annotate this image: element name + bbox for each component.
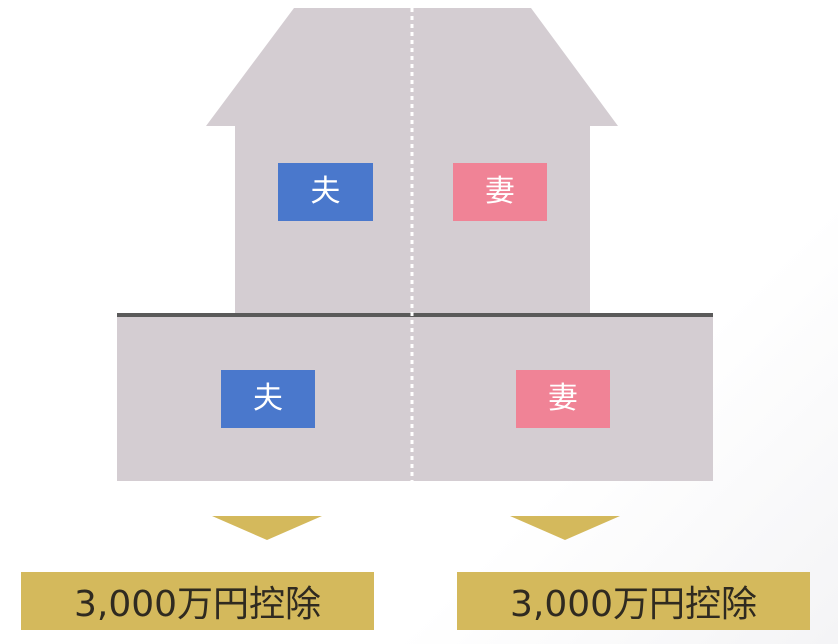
floor-separator-line (117, 313, 713, 317)
left-deduction-box: 3,000万円控除 (21, 572, 374, 630)
right-deduction-box: 3,000万円控除 (457, 572, 810, 630)
lower-husband-tag: 夫 (221, 370, 315, 428)
lower-wife-tag: 妻 (516, 370, 610, 428)
right-deduction-label: 3,000万円控除 (509, 584, 758, 625)
house-lower-body (117, 316, 713, 481)
lower-husband-label: 夫 (253, 381, 283, 416)
lower-wife-label: 妻 (548, 381, 578, 416)
upper-husband-tag: 夫 (278, 163, 373, 221)
left-deduction-label: 3,000万円控除 (73, 584, 322, 625)
left-down-arrow (212, 516, 322, 540)
upper-wife-label: 妻 (485, 174, 515, 209)
right-down-arrow (510, 516, 620, 540)
upper-wife-tag: 妻 (453, 163, 547, 221)
upper-husband-label: 夫 (310, 174, 341, 209)
